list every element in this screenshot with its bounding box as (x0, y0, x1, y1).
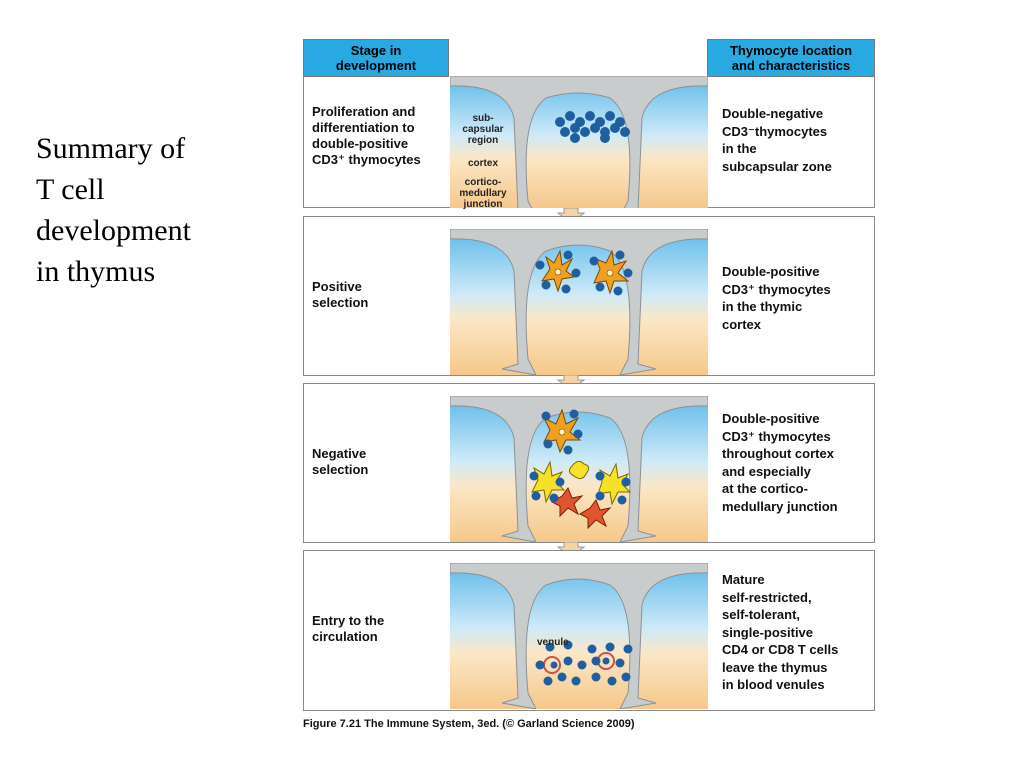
tissue-background (450, 229, 708, 375)
panel-entry-circulation: Entry to the circulation Mature self-res… (303, 550, 875, 711)
epithelial-cell (593, 249, 630, 295)
slide-title-line: in thymus (36, 255, 156, 288)
slide-title: Summary of T cell development in thymus (36, 128, 266, 292)
figure-caption: Figure 7.21 The Immune System, 3ed. (© G… (303, 718, 635, 730)
header-location-line: and characteristics (731, 58, 851, 73)
char-line: CD3⁻thymocytes (722, 123, 828, 139)
thymus-illustration: sub- capsular region cortex cortico- med… (448, 76, 708, 233)
thymocyte-group (535, 640, 633, 686)
caption-text: The Immune System, 3ed. (© Garland Scien… (364, 718, 635, 730)
macrophage-cell (550, 486, 612, 530)
stage-line: Proliferation and (312, 104, 416, 119)
char-line: Double-negative (722, 106, 824, 121)
stage-line: Negative (312, 446, 367, 461)
thymocyte-group (529, 409, 631, 505)
septum (450, 229, 708, 375)
char-line: at the cortico- (722, 481, 808, 496)
septum (450, 76, 708, 208)
char-line: in the (722, 141, 757, 156)
stage-label: Proliferation and differentiation to dou… (312, 104, 446, 168)
char-line: CD3⁺ thymocytes (722, 281, 831, 297)
char-line: CD4 or CD8 T cells (722, 642, 839, 657)
header-location: Thymocyte location and characteristics (707, 39, 875, 77)
zone-line: cortex (467, 158, 498, 169)
epithelial-cell (542, 408, 582, 454)
zone-line: medullary (459, 188, 507, 199)
characteristics-label: Mature self-restricted, self-tolerant, s… (722, 571, 872, 694)
caption-label: Figure 7.21 (303, 718, 362, 730)
thymocyte-cluster (555, 111, 630, 143)
slide-title-line: development (36, 214, 191, 247)
tissue-background (450, 563, 708, 709)
char-line: Mature (722, 572, 765, 587)
zone-cortex: cortex (448, 158, 518, 169)
zone-line: cortico- (464, 177, 502, 188)
char-line: CD3⁺ thymocytes (722, 428, 831, 444)
stage-label: Entry to the circulation (312, 613, 446, 645)
zone-subcapsular: sub- capsular region (448, 113, 518, 146)
header-stage-line: development (335, 58, 417, 73)
char-line: throughout cortex (722, 446, 834, 461)
thymus-illustration (450, 396, 708, 542)
slide-title-line: Summary of (36, 132, 186, 165)
header-stage: Stage in development (303, 39, 449, 77)
panel-negative-selection: Negative selection Double-positive CD3⁺ … (303, 383, 875, 543)
char-line: in the thymic (722, 299, 803, 314)
char-line: and especially (722, 463, 811, 479)
stage-label: Positive selection (312, 279, 446, 311)
char-line: Double-positive (722, 411, 820, 426)
header-stage-line: Stage in (350, 43, 402, 58)
zone-line: region (467, 135, 499, 146)
char-line: leave the thymus (722, 659, 828, 675)
zone-line: capsular (462, 124, 504, 135)
header-location-line: Thymocyte location (729, 43, 853, 58)
thymus-figure: Stage in development Thymocyte location … (303, 39, 875, 711)
septum (450, 396, 708, 542)
char-line: in blood venules (722, 677, 825, 692)
char-line: self-tolerant, (722, 607, 801, 622)
zone-line: junction (463, 199, 503, 210)
stage-label: Negative selection (312, 446, 446, 478)
stage-line: Entry to the (312, 613, 385, 628)
tissue-background (450, 76, 708, 208)
stage-line: double-positive (312, 136, 409, 151)
char-line: single-positive (722, 624, 814, 640)
thymus-illustration: venule (450, 563, 708, 709)
stage-line: circulation (312, 629, 378, 644)
stage-line: selection (312, 295, 369, 310)
epithelial-cell (540, 249, 576, 293)
thymus-illustration (450, 229, 708, 375)
characteristics-label: Double-positive CD3⁺ thymocytes througho… (722, 410, 872, 515)
septum (450, 563, 708, 709)
zone-corticomedullary-junction: cortico- medullary junction (448, 177, 518, 210)
stage-line: CD3⁺ thymocytes (312, 152, 421, 167)
panel-positive-selection: Positive selection Double-positive CD3⁺ … (303, 216, 875, 376)
char-line: subcapsular zone (722, 158, 832, 174)
venule-label: venule (537, 637, 569, 648)
stage-line: Positive (312, 279, 362, 294)
char-line: Double-positive (722, 264, 820, 279)
zone-line: sub- (472, 113, 494, 124)
characteristics-label: Double-positive CD3⁺ thymocytes in the t… (722, 263, 872, 333)
char-line: self-restricted, (722, 589, 812, 605)
char-line: medullary junction (722, 498, 838, 514)
stage-line: selection (312, 462, 369, 477)
characteristics-label: Double-negative CD3⁻thymocytes in the su… (722, 105, 872, 175)
stage-line: differentiation to (312, 120, 415, 135)
panel-proliferation: Proliferation and differentiation to dou… (303, 76, 875, 233)
thymocyte-group (535, 250, 633, 296)
char-line: cortex (722, 316, 762, 332)
slide-title-line: T cell (36, 173, 105, 206)
